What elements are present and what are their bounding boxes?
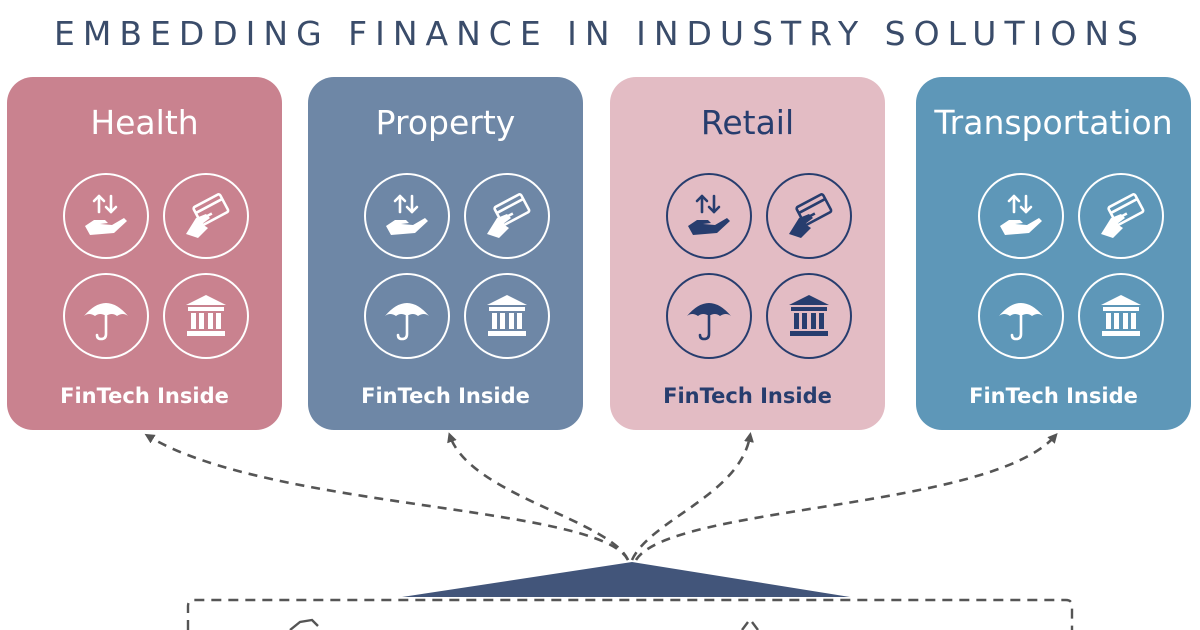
bank-icon bbox=[163, 273, 249, 359]
card-retail: Retail FinTech Inside bbox=[610, 77, 885, 430]
umbrella-insurance-icon bbox=[978, 273, 1064, 359]
credit-card-icon bbox=[464, 173, 550, 259]
credit-card-icon bbox=[1078, 173, 1164, 259]
card-health: Health FinTech Inside bbox=[7, 77, 282, 430]
partial-icon bbox=[289, 618, 759, 630]
payments-hand-icon bbox=[666, 173, 752, 259]
bank-icon bbox=[766, 273, 852, 359]
card-footer-retail: FinTech Inside bbox=[663, 384, 832, 408]
card-property: Property FinTech Inside bbox=[308, 77, 583, 430]
credit-card-icon bbox=[766, 173, 852, 259]
bank-icon bbox=[1078, 273, 1164, 359]
platform-triangle bbox=[402, 562, 850, 597]
card-title-retail: Retail bbox=[700, 103, 795, 142]
umbrella-insurance-icon bbox=[364, 273, 450, 359]
card-title-property: Property bbox=[375, 103, 516, 142]
payments-hand-icon bbox=[978, 173, 1064, 259]
connector-arrow-health bbox=[144, 433, 630, 561]
card-title-health: Health bbox=[90, 103, 199, 142]
connector-arrow-retail bbox=[630, 432, 754, 561]
connector-arrow-transportation bbox=[634, 433, 1058, 561]
credit-card-icon bbox=[163, 173, 249, 259]
card-title-transportation: Transportation bbox=[934, 103, 1173, 142]
umbrella-insurance-icon bbox=[63, 273, 149, 359]
card-transportation: Transportation FinTech Inside bbox=[916, 77, 1191, 430]
card-footer-health: FinTech Inside bbox=[60, 384, 229, 408]
card-footer-transportation: FinTech Inside bbox=[969, 384, 1138, 408]
card-footer-property: FinTech Inside bbox=[361, 384, 530, 408]
umbrella-insurance-icon bbox=[666, 273, 752, 359]
bank-icon bbox=[464, 273, 550, 359]
connector-arrow-property bbox=[447, 432, 630, 561]
page-title: EMBEDDING FINANCE IN INDUSTRY SOLUTIONS bbox=[54, 14, 1146, 53]
payments-hand-icon bbox=[63, 173, 149, 259]
payments-hand-icon bbox=[364, 173, 450, 259]
platform-dashed-frame bbox=[186, 598, 1074, 630]
